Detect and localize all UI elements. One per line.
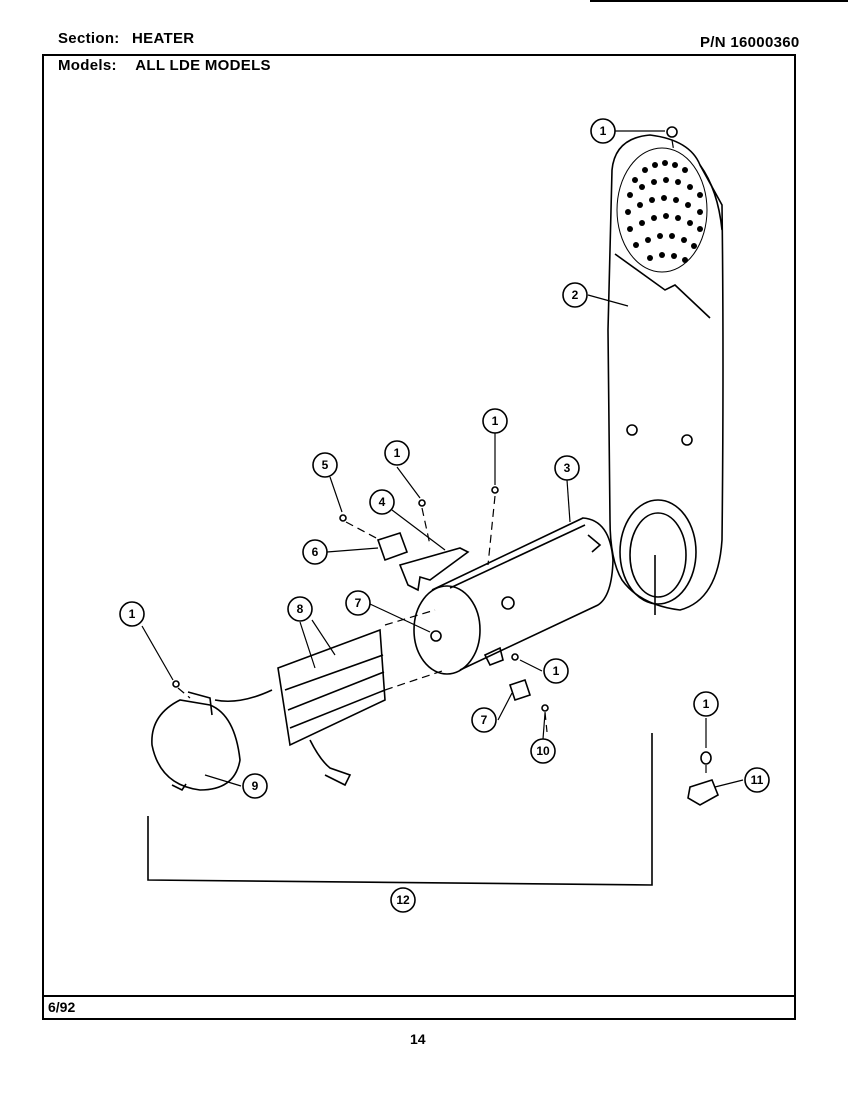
assembly-bracket <box>147 733 653 886</box>
models-label: Models: <box>58 57 117 74</box>
diagram-frame <box>42 54 796 1020</box>
terminal-block <box>376 532 409 562</box>
svg-text:1: 1 <box>129 607 136 621</box>
mounting-bracket <box>398 547 470 592</box>
svg-text:8: 8 <box>297 602 304 616</box>
grille-perforations <box>616 147 708 273</box>
footer-row: 6/92 <box>42 995 796 1020</box>
callout-12: 12 <box>390 887 416 913</box>
svg-text:4: 4 <box>379 495 386 509</box>
callout-1-thermostat: 1 <box>543 658 569 684</box>
top-rule <box>590 0 848 2</box>
section-label: Section: <box>58 30 120 47</box>
heater-duct-housing <box>607 134 724 615</box>
heater-tube <box>413 517 614 675</box>
callout-1-top: 1 <box>590 118 616 144</box>
section-heading: Section: HEATER <box>58 30 194 47</box>
callout-5: 5 <box>312 452 338 478</box>
callout-9: 9 <box>242 773 268 799</box>
svg-text:10: 10 <box>536 744 550 758</box>
callout-6: 6 <box>302 539 328 565</box>
svg-text:5: 5 <box>322 458 329 472</box>
svg-text:1: 1 <box>600 124 607 138</box>
screws <box>172 126 678 712</box>
callout-11: 11 <box>744 767 770 793</box>
svg-text:3: 3 <box>564 461 571 475</box>
grille-dots <box>625 160 703 263</box>
svg-text:7: 7 <box>481 713 488 727</box>
callout-7-element: 7 <box>345 590 371 616</box>
heating-element <box>214 628 386 787</box>
part-number: P/N 16000360 <box>700 34 800 51</box>
svg-text:1: 1 <box>394 446 401 460</box>
revision-date: 6/92 <box>48 999 76 1015</box>
svg-text:1: 1 <box>703 697 710 711</box>
callout-2: 2 <box>562 282 588 308</box>
models-value: ALL LDE MODELS <box>135 57 271 74</box>
cover-plate <box>151 691 241 792</box>
callout-1-limit: 1 <box>693 691 719 717</box>
section-value: HEATER <box>132 30 195 47</box>
thermostat <box>483 646 532 702</box>
callout-1-bracket: 1 <box>384 440 410 466</box>
callout-10: 10 <box>530 738 556 764</box>
callout-7-thermostat: 7 <box>471 707 497 733</box>
svg-text:6: 6 <box>312 545 319 559</box>
callout-1-tube-top: 1 <box>482 408 508 434</box>
models-heading: Models: ALL LDE MODELS <box>58 57 271 74</box>
svg-text:12: 12 <box>396 893 410 907</box>
svg-text:1: 1 <box>553 664 560 678</box>
leader-lines <box>141 130 744 788</box>
svg-text:7: 7 <box>355 596 362 610</box>
svg-text:2: 2 <box>572 288 579 302</box>
callout-4: 4 <box>369 489 395 515</box>
page-number: 14 <box>410 1031 426 1047</box>
high-limit-thermostat <box>687 751 720 806</box>
svg-text:11: 11 <box>751 773 764 787</box>
callout-3: 3 <box>554 455 580 481</box>
svg-text:1: 1 <box>492 414 499 428</box>
svg-text:9: 9 <box>252 779 259 793</box>
callout-8: 8 <box>287 596 313 622</box>
callout-1-left: 1 <box>119 601 145 627</box>
assembly-lines <box>177 139 707 778</box>
